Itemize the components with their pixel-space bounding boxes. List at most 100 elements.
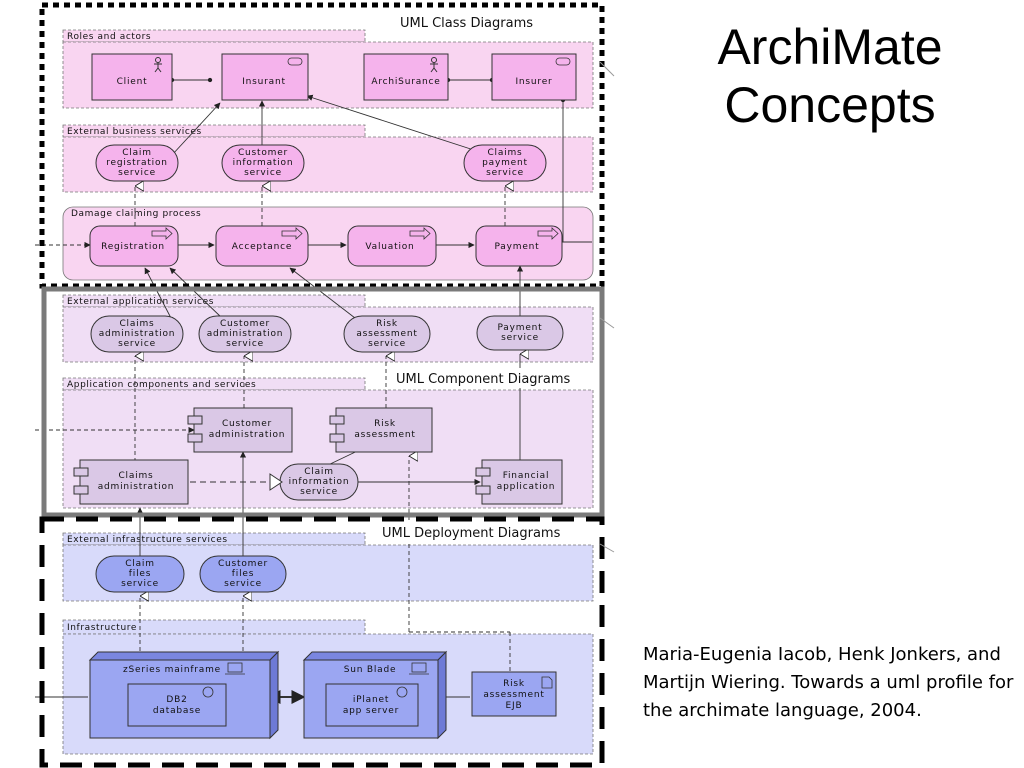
node-db2-l1: DB2 [166,695,187,705]
svc-claim-files-l3: service [121,579,159,589]
component-claim-information-service: Claim information service [269,463,359,501]
service-risk-assessment: Risk assessment service [343,315,431,353]
comp-risk-l2: assessment [354,430,415,440]
citation: Maria-Eugenia Iacob, Henk Jonkers, and M… [643,644,1014,721]
service-claim-registration: Claim registration service [95,144,179,182]
svc-cust-info-l2: information [233,158,294,168]
edge-line-1 [599,61,615,77]
node-sun-blade: Sun Blade iPlanet app server [302,650,448,740]
role-archisurance-label: ArchiSurance [371,77,440,87]
node-db2-l2: database [153,706,201,716]
svc-cust-files-l2: files [232,569,254,579]
svc-claim-files-l1: Claim [125,559,155,569]
overlay-uml-class-diagrams: UML Class Diagrams [39,2,605,289]
service-claims-administration: Claims administration service [90,315,184,353]
service-customer-information: Customer information service [221,144,305,182]
svc-cust-info-l3: service [244,168,282,178]
edge-line-2 [599,317,615,329]
svc-claims-pay-l2: payment [482,158,528,168]
svc-risk-l1: Risk [376,319,398,329]
comp-claims-admin-l2: administration [98,482,175,492]
comp-financial-l2: application [497,482,555,492]
svc-risk-l3: service [368,339,406,349]
process-registration: Registration [89,225,179,267]
svc-claim-reg-l3: service [118,168,156,178]
node-zseries-label: zSeries mainframe [123,665,221,675]
role-insurer: Insurer [491,53,577,101]
svc-cust-files-l1: Customer [218,559,268,569]
artifact-risk-assessment-ejb: Risk assessment EJB [471,671,557,717]
process-payment-label: Payment [494,242,539,252]
process-valuation: Valuation [347,225,437,267]
process-acceptance-label: Acceptance [232,242,292,252]
group-label-ext-infra: External infrastructure services [67,535,228,545]
node-iplanet-l2: app server [343,706,399,716]
node-iplanet-l1: iPlanet [353,695,389,705]
role-insurer-label: Insurer [515,77,552,87]
role-archisurance: ArchiSurance [363,53,449,101]
svc-risk-l2: assessment [356,329,417,339]
group-label-ext-business: External business services [67,127,202,137]
role-client-label: Client [117,77,148,87]
node-zseries-mainframe: zSeries mainframe DB2 database [88,650,280,740]
service-claims-payment: Claims payment service [463,144,547,182]
node-sunblade-label: Sun Blade [344,665,397,675]
svc-cust-admin-l2: administration [207,329,284,339]
svc-cust-info-l1: Customer [238,148,288,158]
overlay-component-label: UML Component Diagrams [396,372,571,387]
role-insurant: Insurant [221,53,309,101]
comp-cust-admin-l2: administration [209,430,286,440]
overlay-deployment-label: UML Deployment Diagrams [382,526,561,541]
svc-claims-admin-l1: Claims [119,319,154,329]
component-claims-administration: Claims administration [73,459,189,505]
overlay-uml-component-diagrams: UML Component Diagrams [41,286,605,518]
svc-cust-admin-l1: Customer [220,319,270,329]
svc-claim-reg-l1: Claim [122,148,152,158]
svc-claims-pay-l3: service [486,168,524,178]
svc-claim-reg-l2: registration [106,158,168,168]
service-payment: Payment service [476,315,564,351]
comp-financial-l1: Financial [503,471,550,481]
group-label-app-comp: Application components and services [67,380,256,390]
component-financial-application: Financial application [475,459,563,505]
svc-claims-admin-l2: administration [99,329,176,339]
overlay-class-label: UML Class Diagrams [400,16,533,31]
slide-title-line2: Concepts [724,77,936,133]
role-client: Client [91,53,173,101]
edge-line-3 [599,543,615,553]
slide-title-line1: ArchiMate [717,19,943,75]
group-label-roles: Roles and actors [67,32,151,42]
slide-title: ArchiMate Concepts [640,18,1020,134]
overlay-uml-deployment-diagrams: UML Deployment Diagrams [39,516,605,768]
service-customer-files: Customer files service [199,555,287,593]
role-insurant-label: Insurant [242,77,286,87]
process-valuation-label: Valuation [365,242,414,252]
comp-claims-admin-l1: Claims [118,471,153,481]
process-acceptance: Acceptance [215,225,309,267]
component-risk-assessment: Risk assessment [329,407,433,453]
component-customer-administration: Customer administration [187,407,293,453]
service-claim-files: Claim files service [95,555,185,593]
svc-claim-files-l2: files [129,569,151,579]
svc-cust-files-l3: service [224,579,262,589]
group-label-infra: Infrastructure [67,623,137,633]
connectors [35,77,592,704]
artifact-ejb-l2: assessment [483,690,544,700]
process-payment: Payment [475,225,563,267]
svc-payment-l2: service [501,333,539,343]
group-label-process: Damage claiming process [71,209,201,219]
comp-cust-admin-l1: Customer [222,419,272,429]
svc-claims-admin-l3: service [118,339,156,349]
comp-risk-l1: Risk [374,419,396,429]
group-label-ext-app: External application services [67,297,214,307]
service-customer-administration: Customer administration service [198,315,292,353]
comp-claim-info-l2: information [289,477,350,487]
comp-claim-info-l1: Claim [304,467,334,477]
artifact-ejb-l1: Risk [503,679,525,689]
artifact-ejb-l3: EJB [506,701,523,711]
comp-claim-info-l3: service [300,487,338,497]
svc-claims-pay-l1: Claims [487,148,522,158]
group-damage-claiming-process: Damage claiming process [62,206,594,281]
process-registration-label: Registration [101,242,165,252]
